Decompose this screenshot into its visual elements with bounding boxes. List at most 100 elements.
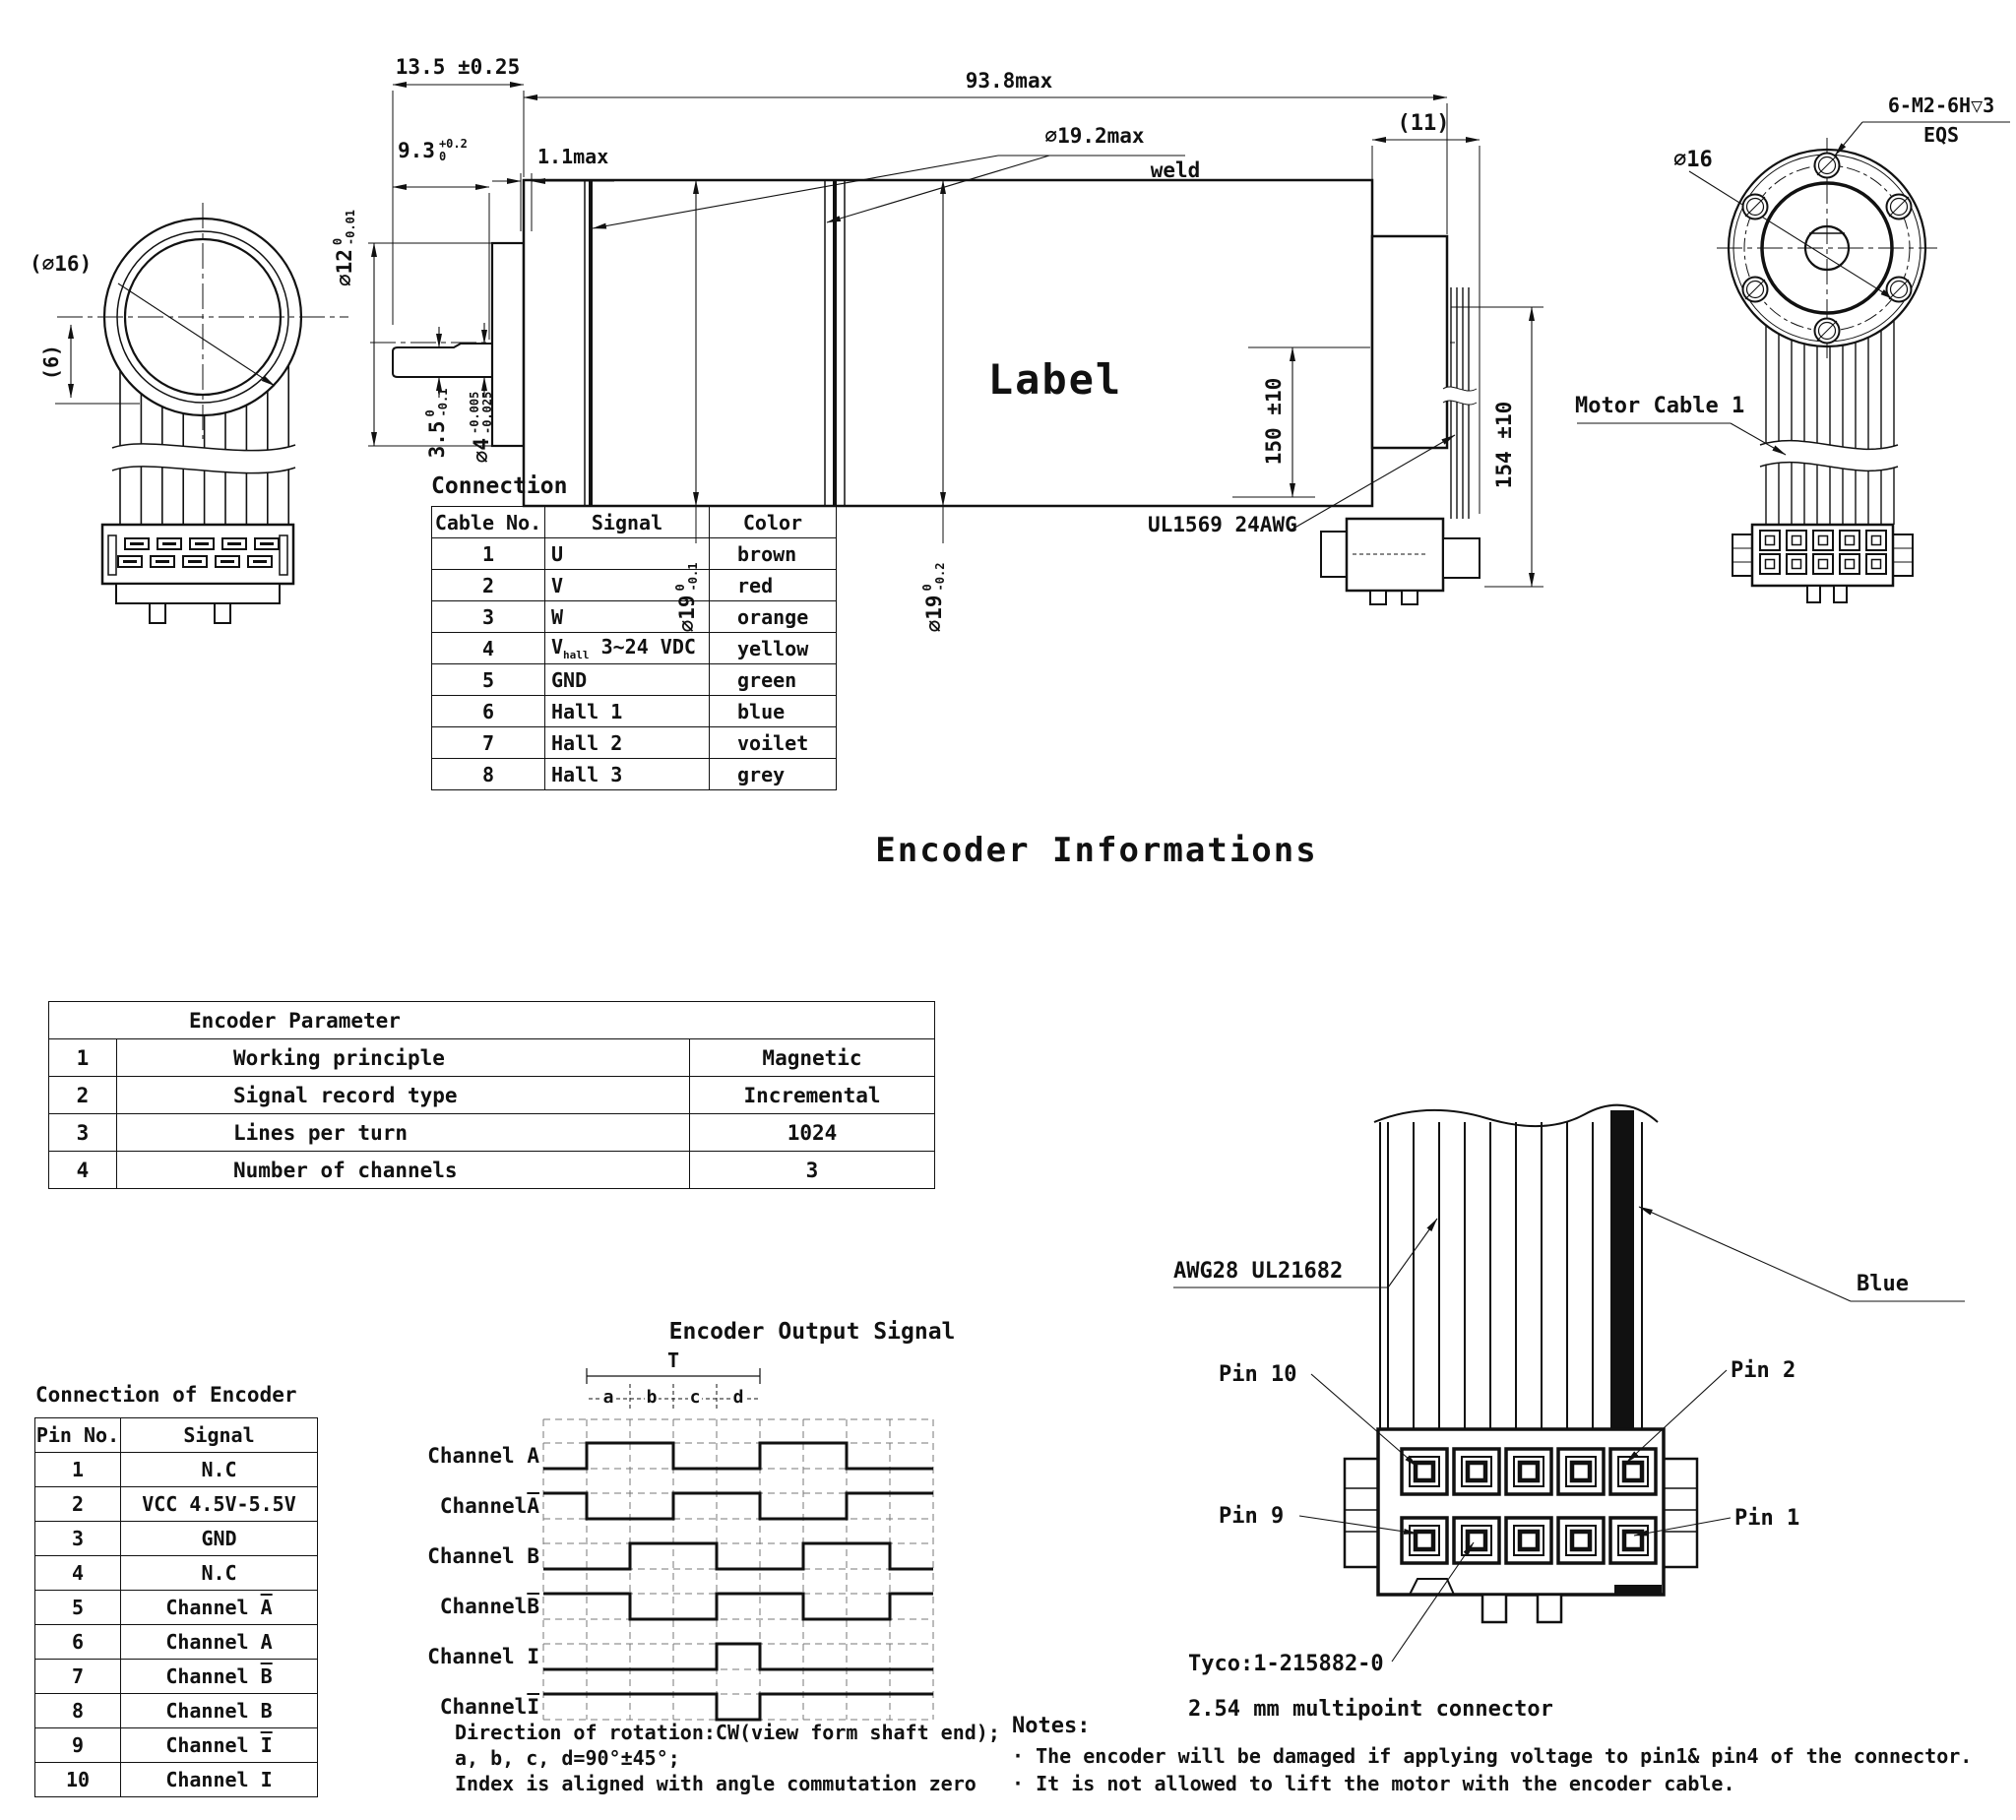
segment-d: d — [730, 1386, 746, 1408]
motor-side-view — [370, 178, 1459, 508]
signal: GND — [551, 667, 588, 692]
signal: Hall 2 — [551, 730, 623, 755]
channel-name: Channel — [439, 1494, 528, 1518]
pin-no: 1 — [34, 1452, 121, 1487]
dim-value: 3.5 — [425, 420, 449, 459]
channel-name: Channel A — [427, 1444, 539, 1468]
dim-total-length: 93.8max — [965, 69, 1053, 93]
waveform-title: Encoder Output Signal — [668, 1319, 956, 1345]
tol-lower: -0.2 — [933, 562, 947, 592]
color: brown — [709, 537, 837, 570]
notes-title: Notes: — [1012, 1713, 1091, 1738]
color: voilet — [709, 726, 837, 759]
signal: Channel I — [165, 1768, 273, 1791]
channel-label-b: Channel B — [404, 1541, 539, 1571]
blue-wire-label: Blue — [1857, 1271, 1909, 1296]
dim-cable-length-2: 154 ±10 — [1492, 401, 1516, 489]
channel-label-i: Channel I — [404, 1642, 539, 1671]
signal-rest: 3~24 VDC — [589, 635, 696, 659]
signal-cell: Channel A — [120, 1624, 318, 1660]
signal-cell: Vhall 3~24 VDC — [544, 632, 710, 664]
screw-spec-eqs: EQS — [1922, 123, 1960, 147]
signal: U — [551, 541, 564, 566]
motor-cable-label: Motor Cable 1 — [1575, 393, 1745, 418]
connection-table-title: Connection — [431, 473, 568, 499]
signal: Channel A — [165, 1630, 273, 1654]
pin-no: 9 — [34, 1727, 121, 1763]
value: Incremental — [689, 1076, 935, 1114]
dim-value: ∅12 — [333, 249, 356, 287]
row-no: 4 — [48, 1151, 117, 1189]
segment-c: c — [687, 1386, 703, 1408]
channel-name: Channel — [439, 1695, 528, 1719]
cable-no: 6 — [431, 695, 545, 727]
dim-value: 9.3 — [398, 139, 435, 162]
channel-label-a: Channel A — [404, 1441, 539, 1471]
dim-shaft-flat: 3.5 0-0.1 — [423, 359, 451, 487]
signal-cell: Channel I — [120, 1762, 318, 1797]
signal-overline: A — [260, 1596, 273, 1619]
dim-value: ∅4 — [470, 438, 493, 464]
waveform-traces — [543, 1441, 933, 1722]
pin-10-label: Pin 10 — [1219, 1361, 1297, 1387]
channel-label-a-bar: Channel A — [404, 1491, 539, 1521]
dim-left-diameter: (∅16) — [30, 252, 93, 276]
row-no: 1 — [48, 1038, 117, 1077]
channel-name: Channel B — [427, 1544, 539, 1568]
segment-a: a — [600, 1386, 616, 1408]
cable-no: 2 — [431, 569, 545, 601]
tol-lower: -0.025 — [480, 391, 494, 435]
waveform-note-2: a, b, c, d=90°±45°; — [455, 1746, 680, 1770]
pin-2-label: Pin 2 — [1731, 1357, 1796, 1383]
screw-holes — [1741, 152, 1913, 345]
color: blue — [709, 695, 837, 727]
signal-cell: Hall 2 — [544, 726, 710, 759]
signal: N.C — [201, 1458, 237, 1481]
weld-label: weld — [1150, 158, 1201, 182]
value: 1024 — [689, 1113, 935, 1152]
signal-overline: B — [260, 1664, 273, 1688]
cable-no: 1 — [431, 537, 545, 570]
wire-spec-label: UL1569 24AWG — [1148, 513, 1297, 536]
signal: Channel — [165, 1596, 261, 1619]
motor-cable-connector — [1320, 517, 1480, 605]
pin-no: 5 — [34, 1590, 121, 1625]
dim-weld-gap: 1.1max — [537, 145, 609, 168]
dim-right-diameter: ∅16 — [1673, 147, 1713, 172]
dim-value: ∅19 — [922, 595, 946, 633]
signal: GND — [201, 1527, 237, 1550]
dim-collar-diameter: ∅12 0-0.01 — [331, 174, 358, 322]
signal: V — [551, 573, 564, 597]
pin-no: 8 — [34, 1693, 121, 1728]
signal-cell: GND — [544, 663, 710, 696]
row-no: 2 — [48, 1076, 117, 1114]
signal: VCC 4.5V-5.5V — [142, 1492, 296, 1516]
signal-cell: U — [544, 537, 710, 570]
channel-overline: A — [527, 1494, 539, 1518]
motor-end-cap — [1370, 234, 1449, 450]
segment-b: b — [644, 1386, 660, 1408]
signal: Hall 1 — [551, 699, 623, 723]
encoder-connection-title: Connection of Encoder — [35, 1383, 297, 1407]
signal: V — [551, 635, 564, 659]
table-header-row: Encoder Parameter — [48, 1001, 935, 1039]
motor-body — [522, 178, 1374, 508]
pin-no: 6 — [34, 1624, 121, 1660]
signal: Channel B — [165, 1699, 273, 1723]
row-no: 3 — [48, 1113, 117, 1152]
signal-cell: Hall 3 — [544, 758, 710, 790]
channel-name: Channel I — [427, 1645, 539, 1668]
